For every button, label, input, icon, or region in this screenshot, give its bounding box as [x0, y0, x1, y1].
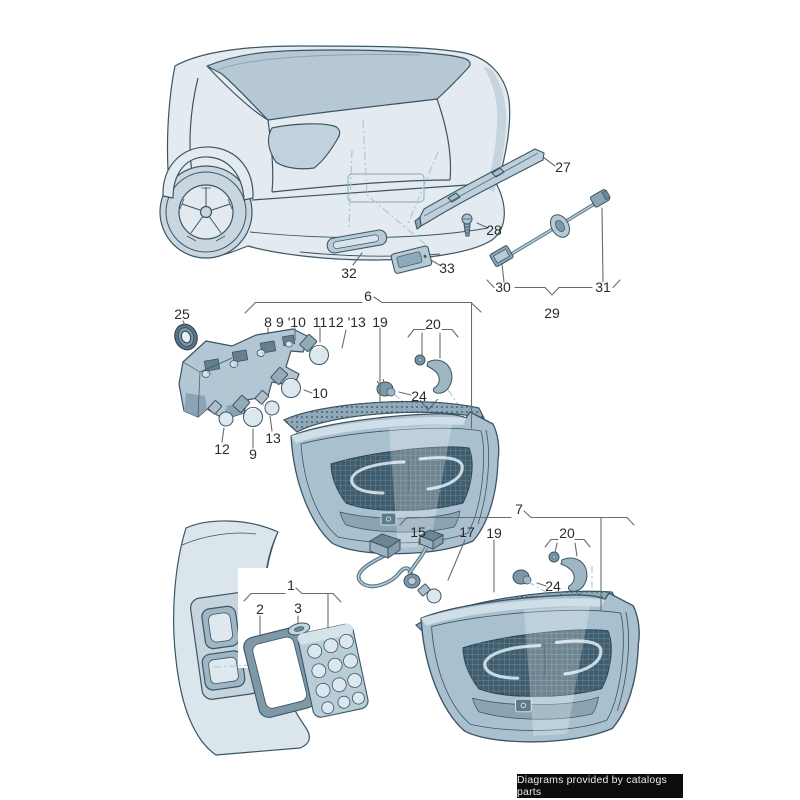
callout-3[interactable]: 3	[294, 600, 302, 616]
callout-20-upper[interactable]: 20	[425, 316, 441, 332]
part-8-bulb-carrier	[178, 328, 310, 420]
part-2-gasket-inner	[243, 627, 317, 718]
car-right-shade	[483, 66, 507, 192]
bulbs-group	[207, 333, 329, 427]
callout-30[interactable]: 30	[495, 279, 511, 295]
callout-20-lower[interactable]: 20	[559, 525, 575, 541]
callout-24-lower[interactable]: 24	[545, 578, 561, 594]
callout-12[interactable]: 12	[214, 441, 230, 457]
harness-connector-b	[418, 529, 445, 550]
bulb-10	[270, 366, 301, 398]
callout-25[interactable]: 25	[174, 306, 190, 322]
alignment-dash-lines-top	[348, 119, 439, 245]
callout-32[interactable]: 32	[341, 265, 357, 281]
car-wheel-arch	[162, 146, 254, 201]
harness-connector-a	[368, 533, 402, 559]
callout-10[interactable]: 10	[312, 385, 328, 401]
callout-1[interactable]: 1	[287, 577, 295, 593]
callout-2[interactable]: 2	[256, 601, 264, 617]
credit-badge: Diagrams provided by catalogs parts	[517, 774, 683, 798]
car-rear-illustration	[159, 45, 511, 261]
callout-9[interactable]: 9	[249, 446, 257, 462]
callout-24-upper[interactable]: 24	[411, 388, 427, 404]
callout-7[interactable]: 7	[515, 501, 523, 517]
callout-33[interactable]: 33	[439, 260, 455, 276]
part-32-side-marker-lamp	[326, 229, 388, 254]
part-24-bulb-socket-lower	[512, 569, 532, 585]
part-3-clip	[287, 622, 311, 636]
callout-19-lower[interactable]: 19	[486, 525, 502, 541]
callout-9-10[interactable]: 9 '10	[276, 314, 306, 330]
bulb-9	[232, 394, 263, 427]
callout-11[interactable]: 11	[313, 314, 328, 330]
callout-15[interactable]: 15	[410, 524, 426, 540]
callout-29[interactable]: 29	[544, 305, 560, 321]
callout-27[interactable]: 27	[555, 159, 571, 175]
bulb-17	[417, 583, 442, 604]
part-25-grommet	[174, 323, 198, 351]
callout-13[interactable]: 13	[265, 430, 281, 446]
callout-6[interactable]: 6	[364, 288, 372, 304]
callout-12-13[interactable]: 12 '13	[328, 314, 366, 330]
part-1-inner-lamp	[297, 623, 369, 718]
part-27-high-mount-brake-light	[414, 148, 545, 230]
callout-19-upper[interactable]: 19	[372, 314, 388, 330]
car-tail-light	[267, 123, 341, 170]
part-19-gasket-upper	[283, 398, 485, 433]
part-15-wiring-harness	[356, 529, 445, 604]
bulb-12	[207, 400, 234, 427]
part-24-bulb-socket-upper	[376, 378, 396, 397]
credit-badge-text: Diagrams provided by catalogs parts	[517, 774, 667, 798]
bulb-11	[299, 333, 329, 365]
car-wheel	[159, 165, 253, 259]
part-20-holder-upper	[414, 354, 453, 394]
part-33-license-plate-light	[390, 245, 433, 274]
tail-light-unit-lower	[419, 591, 641, 744]
callout-17[interactable]: 17	[459, 524, 475, 540]
part-20-holder-lower	[548, 551, 588, 592]
callout-leader-lines	[182, 156, 635, 636]
callout-31[interactable]: 31	[595, 279, 611, 295]
part-29-wiring-grommet-cable	[489, 189, 611, 267]
callout-28[interactable]: 28	[486, 222, 502, 238]
part-28-screw	[461, 213, 473, 237]
callout-8[interactable]: 8	[264, 314, 272, 330]
bulb-13	[254, 390, 280, 416]
callout-numbers: 27 28 32 33 30 31 29 6 25 8 9 '10 11 12 …	[174, 159, 611, 617]
car-rear-window	[206, 49, 471, 121]
